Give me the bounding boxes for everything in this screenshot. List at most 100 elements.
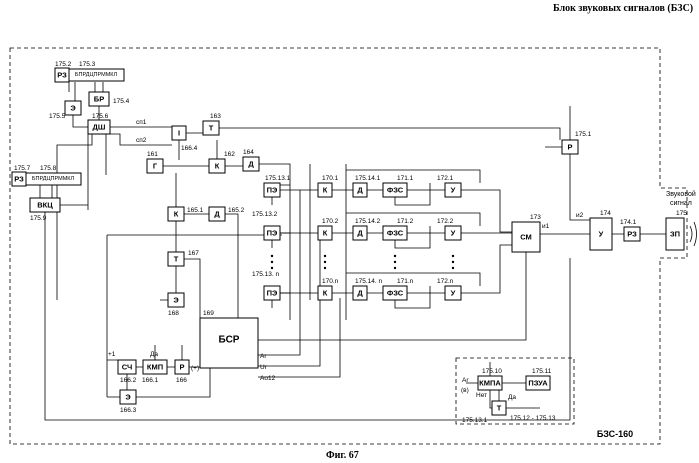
block-u-n-label: У — [451, 289, 456, 298]
block-brd-top-label: БПРДЦПРММКЛ — [75, 72, 118, 78]
label-173: 173 — [530, 214, 541, 221]
label-172-n: 172.n — [437, 278, 454, 285]
block-kmp-label: КМП — [147, 363, 163, 372]
label-175-14-2: 175.14.2 — [355, 218, 381, 225]
label-plus: (+) — [191, 365, 199, 372]
label-da2: Да — [508, 394, 516, 401]
block-fzs-2-label: ФЗС — [387, 229, 404, 238]
block-e-166-label: Э — [125, 393, 131, 402]
label-175-13-2: 175.13.2 — [252, 211, 278, 218]
block-u-1-label: У — [451, 186, 456, 195]
block-pe-1-label: ПЭ — [267, 186, 278, 195]
label-174: 174 — [600, 210, 611, 217]
block-vkc-label: ВКЦ — [37, 201, 53, 210]
label-162: 162 — [224, 151, 235, 158]
label-175-2: 175.2 — [55, 61, 72, 68]
label-inset-vyh: (в) — [461, 387, 469, 394]
label-174-1: 174.1 — [620, 219, 637, 226]
label-175-4: 175.4 — [113, 98, 130, 105]
label-164: 164 — [243, 149, 254, 156]
block-brd-left-label: БПРДЦПРММКЛ — [32, 176, 75, 182]
block-e-168-label: Э — [173, 296, 179, 305]
label-175-1: 175.1 — [575, 131, 592, 138]
label-175-5: 175.5 — [49, 113, 66, 120]
label-da: Да — [150, 351, 158, 358]
label-175-8: 175.8 — [40, 165, 57, 172]
output-label-line1: Звуковой — [666, 190, 696, 198]
block-zp-label: ЗП — [670, 230, 680, 239]
figure-caption: Фиг. 67 — [326, 450, 359, 461]
block-dsh-label: ДШ — [93, 123, 106, 132]
block-k-1-label: К — [323, 186, 328, 195]
label-175-6: 175.6 — [92, 113, 109, 120]
label-168: 168 — [168, 310, 179, 317]
label-175-13-1: 175.13.1 — [265, 175, 291, 182]
label-166-1: 166.1 — [142, 377, 159, 384]
label-166-4: 166.4 — [181, 145, 198, 152]
block-pzua-label: ПЗУА — [528, 379, 548, 388]
label-167: 167 — [188, 250, 199, 257]
label-sp2: сп2 — [136, 137, 147, 144]
label-i2: и2 — [576, 212, 584, 219]
block-pe-2-label: ПЭ — [267, 229, 278, 238]
header-title: Блок звуковых сигналов (БЗС) — [553, 3, 693, 14]
label-171-1: 171.1 — [397, 175, 414, 182]
label-171-2: 171.2 — [397, 218, 414, 225]
block-d-2-label: Д — [357, 229, 363, 238]
block-k-n-label: К — [323, 289, 328, 298]
block-d-n-label: Д — [357, 289, 363, 298]
block-k-162-label: К — [215, 162, 220, 171]
frame-label: БЗС-160 — [597, 429, 633, 439]
block-d-165-label: Д — [214, 210, 220, 219]
label-i1: и1 — [542, 223, 550, 230]
block-fzs-n-label: ФЗС — [387, 289, 404, 298]
block-rz-left-label: РЗ — [14, 175, 24, 184]
block-i-label: I — [178, 129, 180, 138]
block-br-label: БР — [94, 95, 104, 104]
label-175-10: 175.10 — [482, 368, 502, 375]
block-pe-n-label: ПЭ — [267, 289, 278, 298]
label-175-7: 175.7 — [14, 165, 31, 172]
block-k-2-label: К — [323, 229, 328, 238]
block-sm-label: СМ — [520, 233, 532, 242]
label-172-2: 172.2 — [437, 218, 454, 225]
label-ao12: Ao12 — [260, 375, 276, 382]
label-175-14-n: 175.14. n — [355, 278, 382, 285]
output-label-line2: сигнал — [670, 200, 692, 207]
label-175-13-n: 175.13. n — [252, 271, 279, 278]
block-u-2-label: У — [451, 229, 456, 238]
sound-wave-icon — [690, 222, 697, 246]
outer-frame — [10, 48, 687, 444]
label-170-2: 170.2 — [322, 218, 339, 225]
block-t-inset-label: Т — [497, 404, 502, 413]
block-sch-label: СЧ — [122, 363, 133, 372]
block-r-175-label: Р — [567, 143, 572, 152]
block-k-165-label: К — [174, 210, 179, 219]
label-166-2: 166.2 — [120, 377, 137, 384]
block-d-1-label: Д — [357, 186, 363, 195]
label-165-2: 165.2 — [228, 207, 245, 214]
label-172-1: 172.1 — [437, 175, 454, 182]
label-165-1: 165.1 — [187, 207, 204, 214]
block-e-1-label: Э — [70, 104, 76, 113]
label-171-n: 171.n — [397, 278, 414, 285]
label-175-14-1: 175.14.1 — [355, 175, 381, 182]
label-166-3: 166.3 — [120, 407, 137, 414]
label-175-9: 175.9 — [30, 215, 47, 222]
ellipsis-dots — [271, 255, 454, 269]
label-166: 166 — [176, 377, 187, 384]
label-170-1: 170.1 — [322, 175, 339, 182]
block-u-174-label: У — [599, 230, 604, 239]
label-170-n: 170.n — [322, 278, 339, 285]
block-r-166-label: Р — [179, 363, 184, 372]
block-t-163-label: Т — [209, 124, 214, 133]
label-sp1: сп1 — [136, 119, 147, 126]
label-169: 169 — [203, 310, 214, 317]
block-bsr-label: БСР — [219, 335, 240, 346]
label-net: Нет — [476, 392, 487, 399]
block-rz-top-label: РЗ — [57, 71, 67, 80]
label-175-11: 175.11 — [532, 368, 552, 375]
label-plus1: +1 — [108, 351, 116, 358]
block-rz-out-label: РЗ — [627, 230, 637, 239]
